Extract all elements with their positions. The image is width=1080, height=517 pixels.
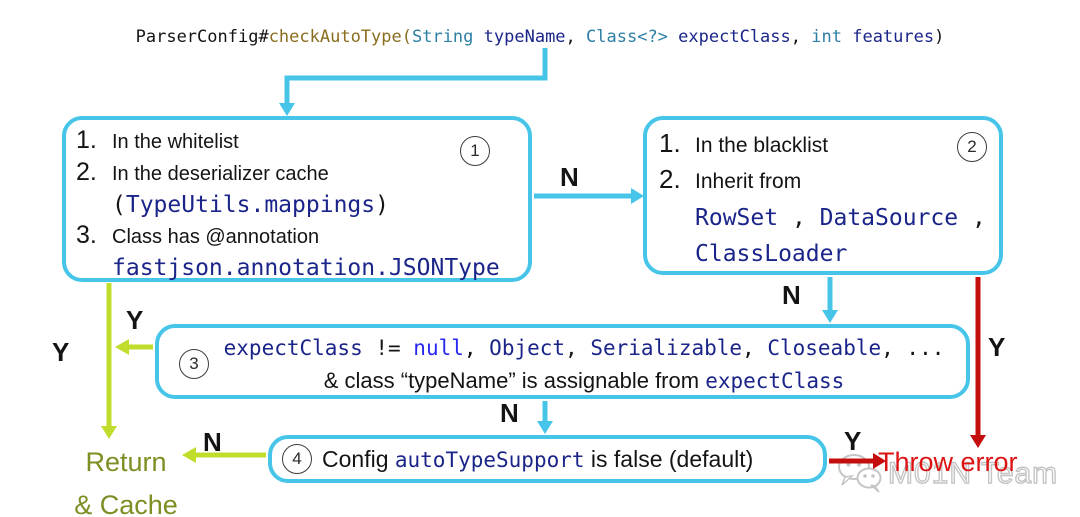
arrow-box4-to-return-n [182,447,266,463]
list-item-number: 3. [76,221,97,249]
watermark-team-name: M01N Team [887,456,1059,490]
return-line1: Return [85,447,167,477]
label-y-box3-to-return: Y [126,305,144,335]
list-item-text: In the deserializer cache [112,163,329,185]
arrow-box2-to-throw-y [970,277,986,448]
list-item: 2. In the deserializer cache (TypeUtils.… [76,158,520,221]
label-y-box1-to-return: Y [52,337,70,367]
step-number-badge-3: 3 [179,349,209,379]
list-item: 1. In the blacklist [659,128,991,164]
list-item: 3. Class has @annotation fastjson.annota… [76,221,520,284]
watermark: M01N Team [836,452,1058,496]
step-number-badge-1: 1 [460,136,490,166]
list-item-text: In the blacklist [695,134,829,157]
list-item-number: 2. [659,164,681,194]
step-box-blacklist: 2 1. In the blacklist 2. Inherit from Ro… [643,116,1003,275]
step-number-badge-2: 2 [957,132,987,162]
arrow-box1-to-box2-n [534,188,644,204]
label-y-box2-to-throw: Y [988,332,1006,362]
arrow-box3-to-return-y [115,339,153,355]
terminal-return-cache: Return & Cache [40,441,212,517]
assignable-condition-line: & class “typeName” is assignable from ex… [323,368,845,393]
label-n-box1-to-box2: N [560,162,579,192]
arrow-box2-to-box3-n [822,277,838,323]
return-line2: & Cache [74,490,178,517]
step-box-whitelist: 1 1. In the whitelist 2. In the deserial… [62,116,532,282]
list-item-text: Inherit from [695,170,802,193]
label-n-box2-to-box3: N [782,280,801,310]
list-item-number: 2. [76,158,97,186]
list-item-code: fastjson.annotation.JSONType [112,255,500,281]
list-item-text: Class has @annotation [112,226,320,248]
arrow-title-to-box1 [279,48,548,116]
step-box-autotypesupport: 4 Config autoTypeSupport is false (defau… [268,435,827,483]
arrow-box1-to-return-y [101,283,117,439]
method-signature: ParserConfig#checkAutoType(String typeNa… [135,27,945,47]
label-y-box4-to-throw: Y [844,426,862,456]
list-item-text: In the whitelist [112,131,239,153]
list-item-number: 1. [659,128,681,158]
list-item: 2. Inherit from RowSet , DataSource , Cl… [659,164,991,272]
arrow-box3-to-box4-n [537,401,553,434]
list-item-code: ClassLoader [695,241,848,267]
label-n-box3-to-box4: N [500,398,519,428]
step-number-badge-4: 4 [282,444,312,474]
expectclass-condition-line: expectClass != null, Object, Serializabl… [223,336,945,360]
step-box-expectclass-check: 3 expectClass != null, Object, Serializa… [155,324,970,399]
list-item-code: (TypeUtils.mappings) [112,192,389,218]
list-item-code: RowSet , DataSource , [695,205,986,231]
label-n-box4-to-return: N [203,427,222,457]
autotypesupport-condition-line: Config autoTypeSupport is false (default… [322,445,754,472]
terminal-throw-error: Throw error [878,447,1018,477]
list-item: 1. In the whitelist [76,126,520,158]
arrow-box4-to-throw-y [829,453,886,469]
list-item-number: 1. [76,126,97,154]
